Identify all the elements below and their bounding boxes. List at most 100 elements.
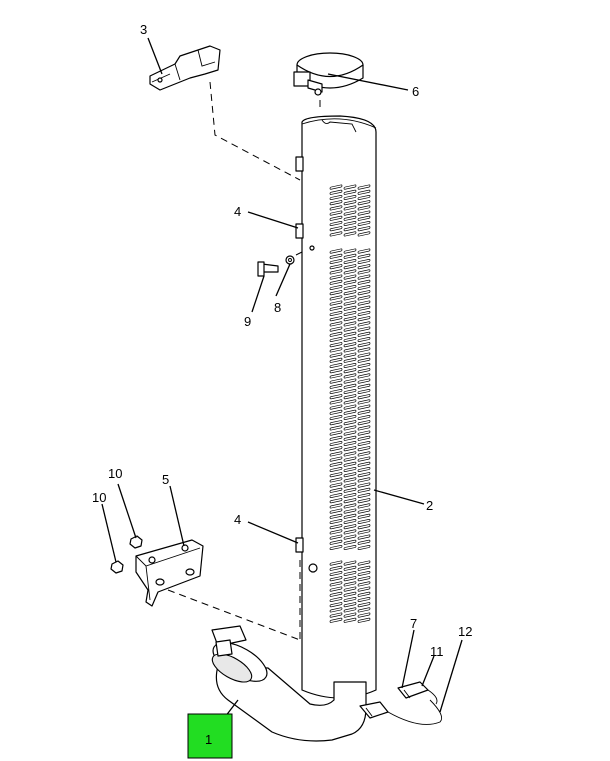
perforation-slot: [357, 205, 371, 211]
perforation-slot: [357, 378, 371, 384]
perforation-slot: [329, 456, 343, 462]
perforation-slot: [329, 269, 343, 275]
perforation-slot: [329, 570, 343, 577]
perforation-slot: [343, 336, 357, 343]
callout-5: 5: [162, 472, 169, 487]
perforation-slot: [329, 352, 343, 358]
perforation-slot: [329, 189, 343, 195]
perforation-slot: [343, 383, 357, 389]
perforation-slot: [329, 253, 343, 259]
perforation-slot: [343, 544, 357, 551]
perforation-slot: [357, 316, 371, 322]
perforation-slot: [357, 440, 371, 447]
perforation-slot: [343, 607, 357, 613]
perforation-slot: [343, 200, 357, 206]
perforation-slot: [329, 279, 343, 285]
perforation-slot: [329, 461, 343, 467]
perforation-slot: [357, 518, 371, 525]
perforation-slot: [343, 508, 357, 514]
perforation-slot: [343, 220, 357, 227]
perforation-slot: [329, 440, 343, 447]
callout-3: 3: [140, 22, 147, 37]
perforation-slot: [357, 461, 371, 467]
perforation-slot: [343, 487, 357, 493]
perforation-slot: [357, 336, 371, 343]
perforation-slot: [343, 189, 357, 195]
perforation-slot: [357, 456, 371, 462]
perforation-slot: [343, 321, 357, 327]
perforation-slot: [343, 518, 357, 525]
perforation-slot: [329, 534, 343, 540]
perforation-slot: [343, 581, 357, 587]
perforation-slot: [343, 498, 357, 504]
perforation-slot: [343, 560, 357, 566]
perforation-slot: [357, 210, 371, 216]
perforation-slot: [343, 570, 357, 577]
perforation-slot: [357, 352, 371, 358]
perforation-slot: [329, 586, 343, 592]
callout-2: 2: [426, 498, 433, 513]
perforation-slot: [343, 414, 357, 421]
perforation-slot: [343, 539, 357, 545]
callout-1-highlight: [187, 713, 233, 759]
perforation-slot: [343, 352, 357, 358]
perforation-slot: [329, 539, 343, 545]
perforation-slot: [343, 394, 357, 400]
perforation-slot: [329, 617, 343, 623]
nuts: [110, 535, 143, 574]
perforation-slot: [329, 513, 343, 519]
perforation-slot: [357, 383, 371, 389]
perforation-slot: [357, 248, 371, 254]
perforation-slot: [357, 409, 371, 415]
perforation-slot: [357, 565, 371, 571]
heat-shield-tube: [295, 115, 377, 699]
perforation-slot: [343, 253, 357, 259]
perforation-slot: [357, 492, 371, 499]
perforation-slot: [343, 295, 357, 301]
perforation-slot: [329, 472, 343, 478]
perforation-slot: [357, 231, 371, 237]
perforation-slot: [329, 596, 343, 603]
callout-12: 12: [458, 624, 472, 639]
perforation-slot: [357, 586, 371, 592]
perforation-slot: [329, 602, 343, 608]
perforation-slot: [357, 279, 371, 285]
perforation-slot: [357, 607, 371, 613]
perforation-slot: [357, 404, 371, 410]
perforation-slot: [329, 565, 343, 571]
perforation-slot: [329, 347, 343, 353]
callout-10-upper: 10: [108, 466, 122, 481]
elbow-pipe: [211, 625, 367, 742]
perforation-slot: [329, 518, 343, 525]
perforation-slot: [357, 300, 371, 306]
perforation-slot: [357, 581, 371, 587]
perforation-slot: [343, 368, 357, 374]
perforation-slot: [343, 477, 357, 483]
perforation-slot: [343, 565, 357, 571]
perforation-slot: [357, 326, 371, 332]
perforation-slot: [343, 279, 357, 285]
perforation-slot: [357, 596, 371, 603]
upper-bracket: [149, 45, 221, 91]
perforation-slot: [357, 215, 371, 221]
perforation-slot: [329, 290, 343, 296]
perforation-slot: [343, 399, 357, 405]
perforation-slot: [357, 226, 371, 232]
perforation-slot: [357, 477, 371, 483]
perforation-slot: [343, 617, 357, 623]
perforation-slot: [343, 404, 357, 410]
perforation-slot: [329, 295, 343, 301]
perforation-slot: [357, 435, 371, 441]
perforation-slot: [329, 210, 343, 216]
perforation-slot: [343, 347, 357, 353]
perforation-slot: [343, 258, 357, 265]
perforation-slot: [343, 435, 357, 441]
perforation-slot: [343, 226, 357, 232]
perforation-slot: [357, 539, 371, 545]
perforation-slot: [343, 456, 357, 462]
perforation-slot: [357, 617, 371, 623]
lower-bracket: [135, 539, 204, 607]
perforation-slot: [343, 373, 357, 379]
perforation-slot: [357, 290, 371, 296]
